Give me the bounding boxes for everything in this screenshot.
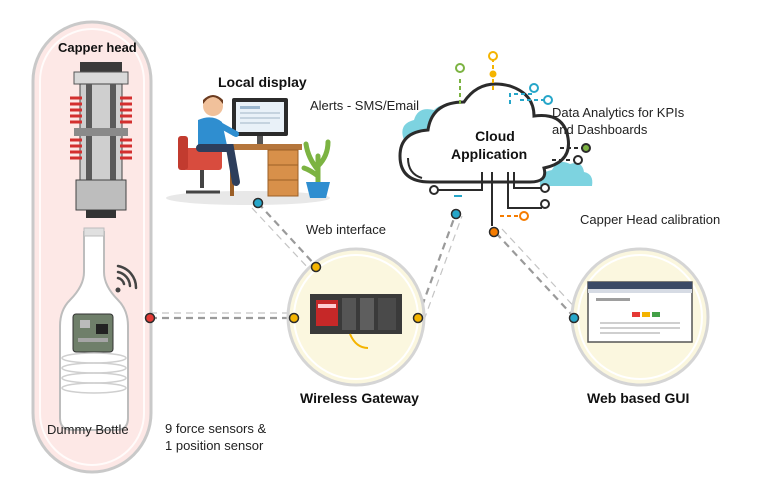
data-analytics-label: Data Analytics for KPIs and Dashboards — [552, 105, 685, 137]
cloud-title-line1: Cloud — [475, 128, 515, 144]
display-gateway-link — [257, 202, 317, 267]
plant-icon — [301, 139, 331, 198]
plc-rack-icon — [310, 294, 402, 349]
wifi-icon — [115, 264, 138, 293]
wireless-gateway-label: Wireless Gateway — [300, 390, 419, 406]
dummy-bottle-label: Dummy Bottle — [47, 422, 129, 437]
wireless-gateway-node — [286, 247, 426, 387]
alerts-label: Alerts - SMS/Email — [310, 98, 420, 113]
connectors — [150, 202, 581, 321]
dummy-bottle-icon — [59, 227, 129, 431]
capper-head-icon — [70, 62, 132, 218]
cloud-icon — [398, 82, 593, 186]
capper-head-label: Capper head — [58, 40, 137, 55]
gateway-cloud-link — [416, 212, 458, 318]
local-display-icon — [166, 95, 331, 205]
browser-window-icon — [587, 281, 693, 343]
web-gui-node — [570, 247, 710, 387]
cloud-connector-dots — [429, 51, 591, 221]
web-interface-label: Web interface — [306, 222, 386, 237]
sensors-label: 9 force sensors & 1 position sensor — [165, 421, 267, 453]
local-display-label: Local display — [218, 74, 307, 90]
capper-calibration-label: Capper Head calibration — [580, 212, 721, 227]
cloud-connectors — [438, 56, 582, 226]
node-dots — [144, 197, 580, 324]
cloud-gui-link — [495, 232, 575, 318]
cloud-title-line2: Application — [451, 146, 528, 162]
web-gui-label: Web based GUI — [587, 390, 690, 406]
desk-icon — [226, 144, 302, 150]
